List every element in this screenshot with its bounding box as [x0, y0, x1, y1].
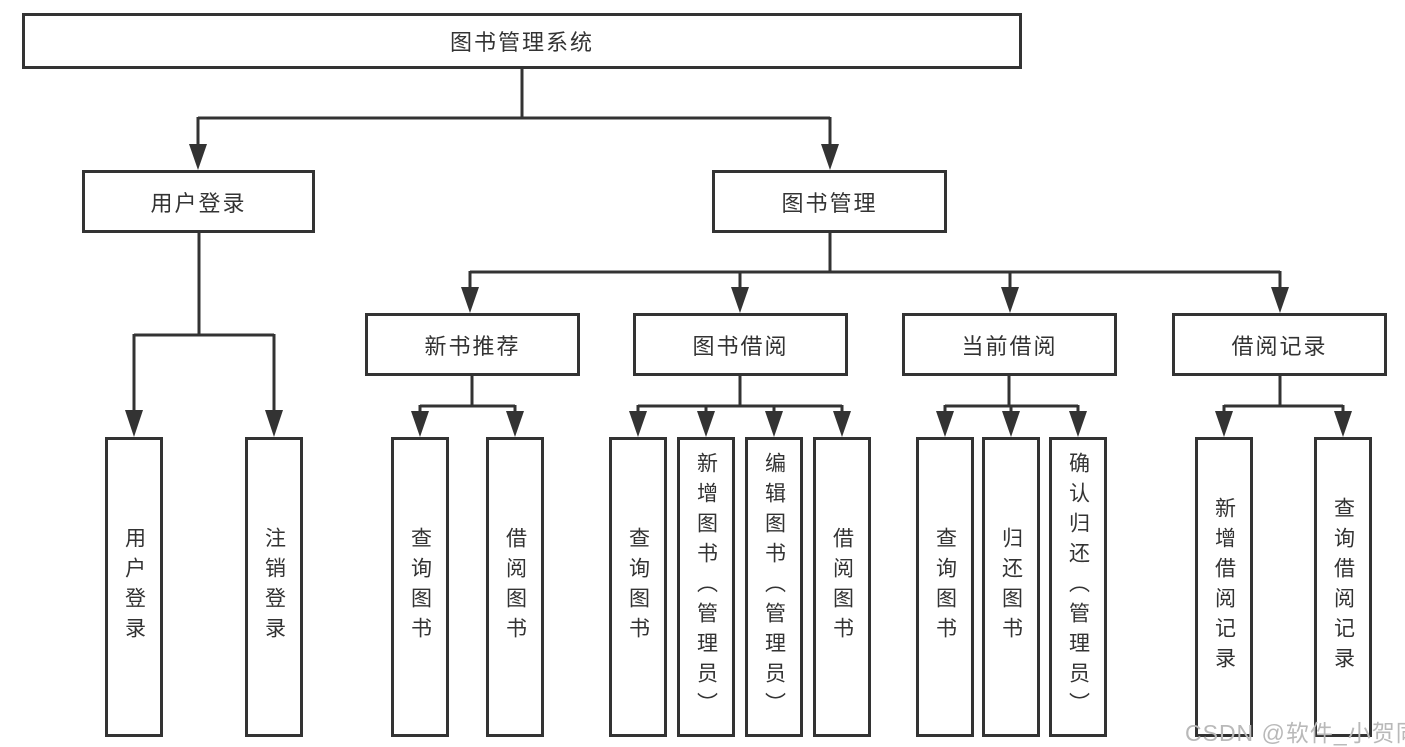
leaf-query-book-recommend: 查询图书	[391, 437, 449, 737]
csdn-watermark: CSDN @软件_小贺同学	[1185, 720, 1405, 746]
node-label: 图书管理	[781, 190, 878, 216]
leaf-logout: 注销登录	[245, 437, 303, 737]
connector-current-borrow-to-leaves	[936, 376, 1087, 437]
leaf-user-login: 用户登录	[105, 437, 163, 737]
leaf-query-borrow-record: 查询借阅记录	[1314, 437, 1372, 737]
connector-book-management-to-level3	[461, 233, 1289, 313]
connector-new-book-recommend-to-leaves	[411, 376, 524, 437]
node-label: 用户登录	[150, 190, 247, 216]
node-label: 图书管理系统	[449, 30, 594, 55]
node-label: 图书借阅	[692, 333, 789, 359]
leaf-borrow-book-recommend: 借阅图书	[486, 437, 544, 737]
node-new-book-recommend: 新书推荐	[365, 313, 580, 376]
node-borrow-records: 借阅记录	[1172, 313, 1387, 376]
leaf-confirm-return-admin: 确认归还（管理员）	[1049, 437, 1107, 737]
leaf-borrow-book: 借阅图书	[813, 437, 871, 737]
node-user-login: 用户登录	[82, 170, 315, 233]
node-label: 当前借阅	[961, 333, 1058, 359]
connector-user-login-to-leaves	[125, 233, 283, 437]
leaf-add-book-admin: 新增图书（管理员）	[677, 437, 735, 737]
connector-root-to-level2	[189, 68, 839, 170]
connector-book-borrow-to-leaves	[629, 376, 851, 437]
node-book-borrow: 图书借阅	[633, 313, 848, 376]
node-label: 新书推荐	[424, 333, 521, 359]
leaf-query-book-borrow: 查询图书	[609, 437, 667, 737]
leaf-return-book: 归还图书	[982, 437, 1040, 737]
node-current-borrow: 当前借阅	[902, 313, 1117, 376]
leaf-add-borrow-record: 新增借阅记录	[1195, 437, 1253, 737]
node-root-library-management-system: 图书管理系统	[22, 13, 1022, 69]
connector-borrow-records-to-leaves	[1215, 376, 1352, 437]
node-label: 借阅记录	[1231, 333, 1328, 359]
leaf-query-book-current: 查询图书	[916, 437, 974, 737]
node-book-management: 图书管理	[712, 170, 947, 233]
leaf-edit-book-admin: 编辑图书（管理员）	[745, 437, 803, 737]
